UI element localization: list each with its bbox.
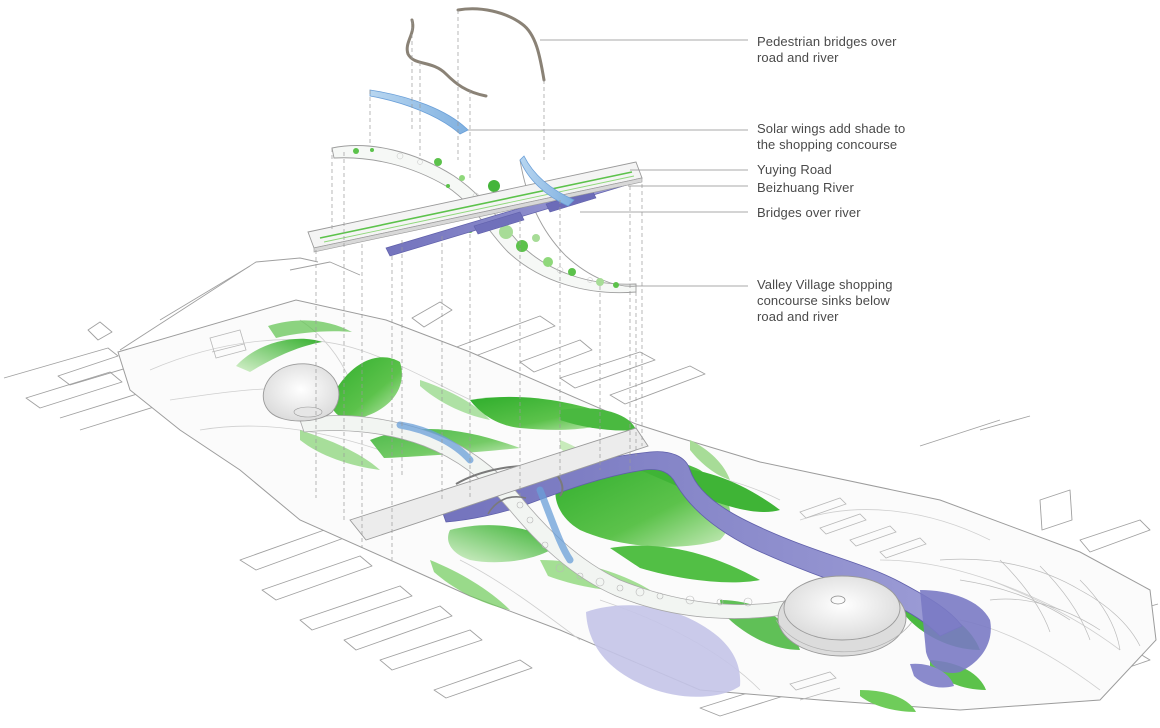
label-solar-wings: Solar wings add shade to the shopping co… (757, 121, 1137, 153)
label-bridges-over-river-line-1: Bridges over river (757, 205, 861, 220)
label-beizhuang-river-line-1: Beizhuang River (757, 180, 854, 195)
dome-east (775, 575, 913, 657)
label-pedestrian-bridges-line-1: Pedestrian bridges over (757, 34, 897, 49)
label-bridges-over-river: Bridges over river (757, 205, 1137, 221)
yuying-road-layer (307, 161, 643, 253)
solar-wings-layer (369, 89, 575, 207)
label-beizhuang-river: Beizhuang River (757, 180, 1137, 196)
label-valley-village: Valley Village shopping concourse sinks … (757, 277, 1137, 325)
label-pedestrian-bridges: Pedestrian bridges over road and river (757, 34, 1137, 66)
beizhuang-river-base (439, 451, 991, 697)
dome-west (262, 363, 340, 422)
label-valley-village-line-2: concourse sinks below (757, 293, 890, 308)
label-solar-wings-line-1: Solar wings add shade to (757, 121, 906, 136)
label-yuying-road-line-1: Yuying Road (757, 162, 832, 177)
label-valley-village-line-1: Valley Village shopping (757, 277, 893, 292)
yuying-road-base (349, 427, 649, 541)
label-pedestrian-bridges-line-2: road and river (757, 50, 839, 65)
se-landscape-outlines (939, 558, 1141, 651)
leader-lines (468, 39, 748, 287)
label-yuying-road: Yuying Road (757, 162, 1137, 178)
label-solar-wings-line-2: the shopping concourse (757, 137, 898, 152)
pedestrian-bridges-layer (405, 7, 546, 98)
projection-lines (315, 10, 643, 560)
label-valley-village-line-3: road and river (757, 309, 839, 324)
